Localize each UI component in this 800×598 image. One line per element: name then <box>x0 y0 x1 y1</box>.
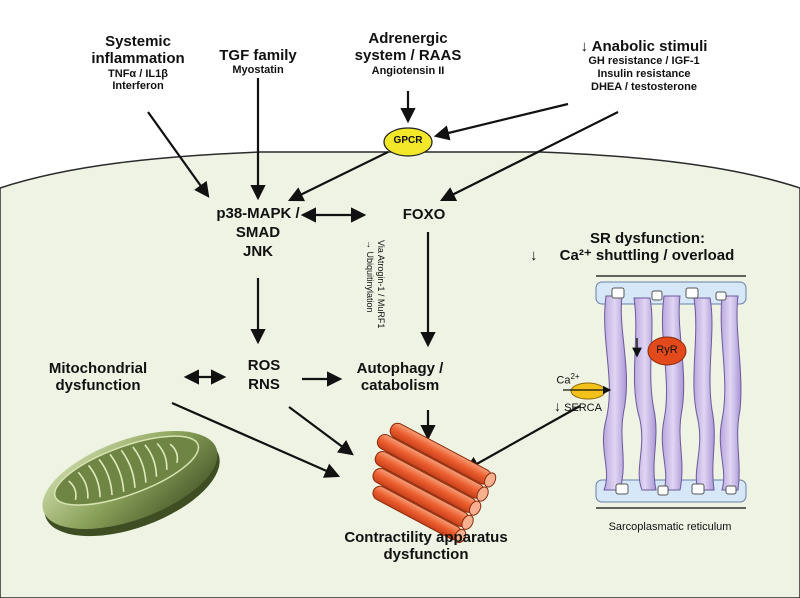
contractility-line1: Contractility apparatus <box>344 529 508 546</box>
adrenergic-label: Adrenergic system / RAAS Angiotensin II <box>348 30 468 77</box>
ryr-channel <box>647 336 687 366</box>
arrow-mito-contractility <box>171 401 341 478</box>
arrow-inflammation-mapk <box>147 111 210 198</box>
ryr-label: RyR <box>656 344 678 356</box>
arrow-ros-contractility <box>288 406 354 456</box>
sr-down-arrow-icon: ↓ <box>530 247 538 265</box>
inflammation-label: Systemic inflammation TNFα / IL1β Interf… <box>80 33 196 93</box>
arrow-sr-contractility <box>463 405 581 472</box>
sr-title-l2-row: ↓ Ca²⁺ shuttling / overload <box>530 247 780 264</box>
anabolic-label: ↓ Anabolic stimuli GH resistance / IGF-1… <box>554 38 734 93</box>
mapk-line2: SMAD <box>235 224 281 241</box>
anabolic-line1: GH resistance / IGF-1 <box>588 55 700 68</box>
adrenergic-title-l2: system / RAAS <box>354 47 462 65</box>
arrows <box>147 78 619 478</box>
myofibril-bundle <box>372 422 497 544</box>
arrow-anabolic-foxo <box>439 111 619 202</box>
sr-caption: Sarcoplasmatic reticulum <box>608 521 732 533</box>
mapk-line1: p38-MAPK / <box>216 205 300 222</box>
mito-label: Mitochondrial dysfunction <box>28 360 168 395</box>
via-atrogin-label: Via Atrogin-1 / MuRF1 → Ubiquitinylation <box>365 240 386 331</box>
autophagy-label: Autophagy / catabolism <box>340 360 460 395</box>
inflammation-line2: Interferon <box>112 80 164 93</box>
contractility-label: Contractility apparatus dysfunction <box>316 529 536 564</box>
foxo-label: FOXO <box>402 206 446 223</box>
tgf-label: TGF family Myostatin <box>200 47 316 77</box>
mapk-line3: JNK <box>242 243 273 260</box>
anabolic-line3: DHEA / testosterone <box>591 80 697 93</box>
contractility-line2: dysfunction <box>383 546 469 564</box>
sr-title-l1: SR dysfunction: <box>590 230 705 247</box>
ca-charge: 2+ <box>570 372 580 381</box>
ros-label: ROS <box>247 357 281 374</box>
mito-line1: Mitochondrial <box>48 360 148 377</box>
sr-illustration <box>563 275 747 509</box>
serca-down-arrow-icon: ↓ <box>554 398 561 414</box>
anabolic-line2: Insulin resistance <box>597 67 691 80</box>
ca-label: Ca2+ <box>548 372 588 387</box>
serca-label: ↓ SERCA <box>554 398 614 415</box>
adrenergic-title-l1: Adrenergic <box>368 30 448 47</box>
arrow-anabolic-gpcr <box>433 102 569 141</box>
sr-title-l2: Ca²⁺ shuttling / overload <box>559 247 735 265</box>
ca-text: Ca <box>556 374 571 387</box>
mitochondrion-illustration <box>42 430 220 537</box>
gpcr-receptor <box>383 127 433 157</box>
autophagy-line1: Autophagy / <box>356 360 444 377</box>
arrow-gpcr-mapk <box>287 151 389 202</box>
serca-text: SERCA <box>564 402 602 414</box>
rns-label: RNS <box>248 376 280 393</box>
anabolic-title: ↓ Anabolic stimuli <box>554 38 734 55</box>
autophagy-line2: catabolism <box>360 377 440 395</box>
inflammation-line1: TNFα / IL1β <box>108 67 168 80</box>
anabolic-title-text: Anabolic stimuli <box>591 38 708 55</box>
tgf-line1: Myostatin <box>232 64 284 77</box>
mapk-label: p38-MAPK / SMAD JNK <box>198 204 318 261</box>
ros-rns-label: ROS RNS <box>224 356 304 394</box>
inflammation-title-l2: inflammation <box>91 50 185 68</box>
down-arrow-icon: ↓ <box>580 38 589 55</box>
adrenergic-line1: Angiotensin II <box>371 64 445 77</box>
inflammation-title-l1: Systemic <box>105 33 171 50</box>
mito-line2: dysfunction <box>55 377 141 395</box>
tgf-title: TGF family <box>219 47 297 64</box>
gpcr-label: GPCR <box>393 135 423 146</box>
sr-dysfunction-label: SR dysfunction: ↓ Ca²⁺ shuttling / overl… <box>530 230 780 265</box>
